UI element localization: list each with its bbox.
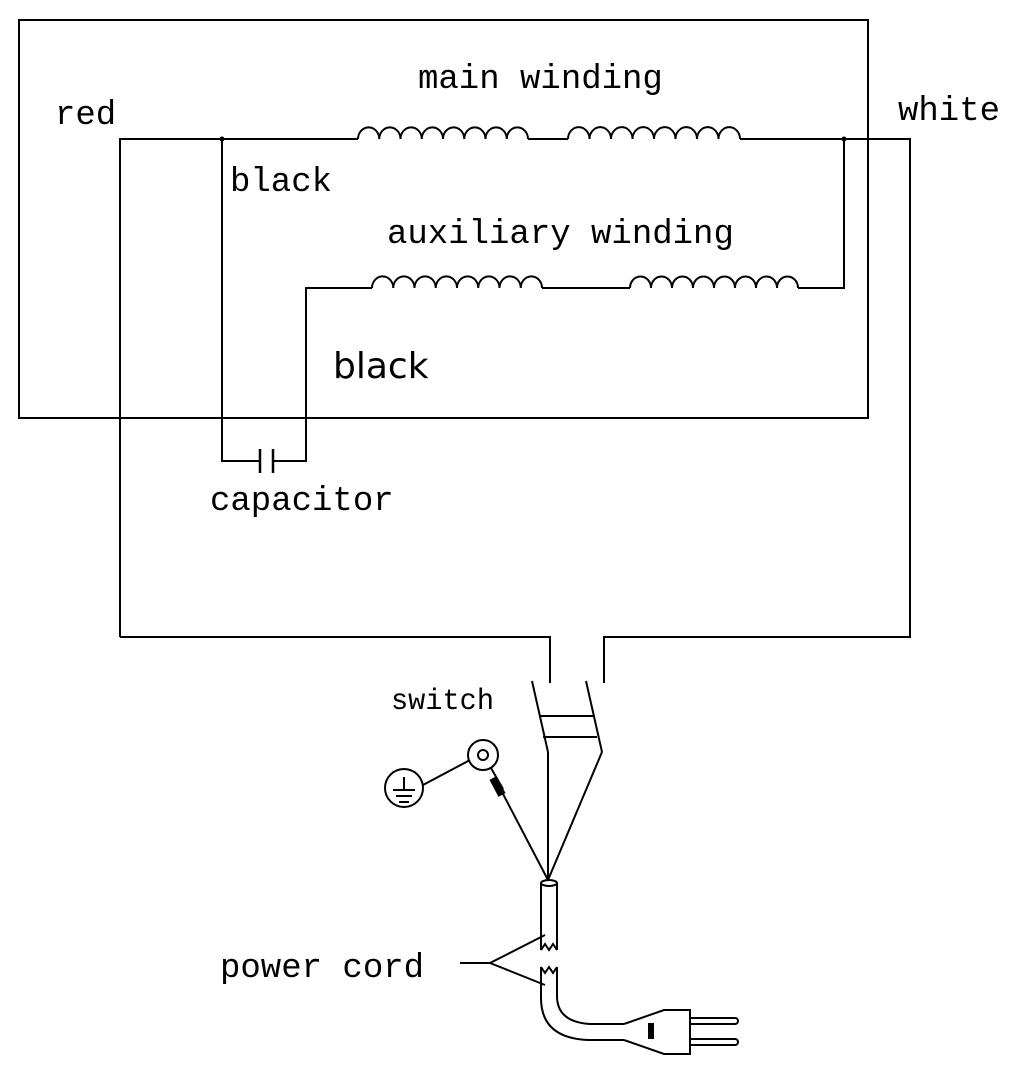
black-lower-label: black	[333, 346, 429, 387]
aux-left-black-wire	[274, 287, 372, 462]
main-winding-coil-2	[567, 126, 741, 140]
power-cord-label: power cord	[220, 950, 424, 988]
power-cord-leader	[460, 934, 546, 986]
switch-label: switch	[391, 685, 494, 719]
auxiliary-winding-label: auxiliary winding	[387, 216, 734, 254]
cord-lead-right	[547, 751, 603, 881]
motor-housing	[18, 19, 869, 419]
switch-left-input-wire	[120, 636, 551, 683]
white-label: white	[898, 93, 1000, 131]
power-cord	[540, 879, 624, 1041]
power-plug-icon	[623, 1009, 739, 1055]
cord-lead-ground	[501, 791, 549, 881]
red-lead-wire	[119, 138, 358, 637]
ground-connect-wire	[422, 759, 471, 786]
main-winding-label: main winding	[418, 61, 663, 99]
switch-icon	[531, 680, 603, 753]
auxiliary-winding-coil-1	[371, 275, 543, 289]
black-upper-label: black	[230, 164, 332, 202]
capacitor-label: capacitor	[210, 483, 394, 521]
aux-right-wire	[798, 139, 845, 289]
main-winding-coil-1	[357, 126, 529, 140]
ground-symbol-icon	[384, 768, 424, 808]
auxiliary-winding-coil-2	[629, 275, 799, 289]
white-lead-wire	[603, 138, 911, 683]
red-label: red	[55, 97, 116, 135]
capacitor-left-wire	[221, 139, 259, 462]
ring-terminal-icon	[467, 739, 506, 797]
